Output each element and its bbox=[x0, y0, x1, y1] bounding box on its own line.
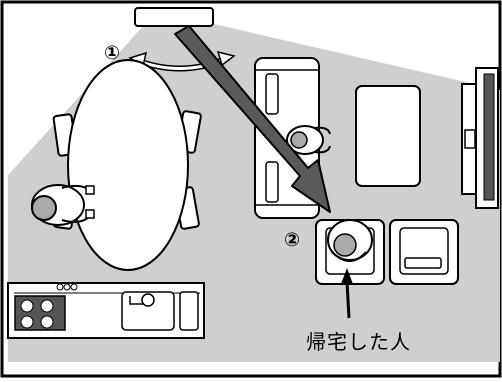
detection-arrow-icon bbox=[174, 25, 331, 213]
sink-icon bbox=[121, 291, 199, 331]
television-icon bbox=[461, 67, 499, 209]
returning-person-caption: 帰宅した人 bbox=[306, 330, 411, 354]
stove-icon bbox=[14, 283, 78, 331]
dining-table bbox=[52, 59, 202, 271]
marker-2-label: ② bbox=[284, 229, 301, 251]
returning-person bbox=[327, 219, 373, 262]
seated-person-left bbox=[31, 184, 95, 226]
pointer-arrow-icon bbox=[341, 268, 353, 319]
armchair-right bbox=[389, 219, 459, 285]
coffee-table bbox=[355, 85, 421, 187]
marker-1-label: ① bbox=[104, 42, 121, 64]
seated-person-sofa bbox=[286, 125, 331, 155]
sensor-device-icon bbox=[134, 7, 214, 27]
